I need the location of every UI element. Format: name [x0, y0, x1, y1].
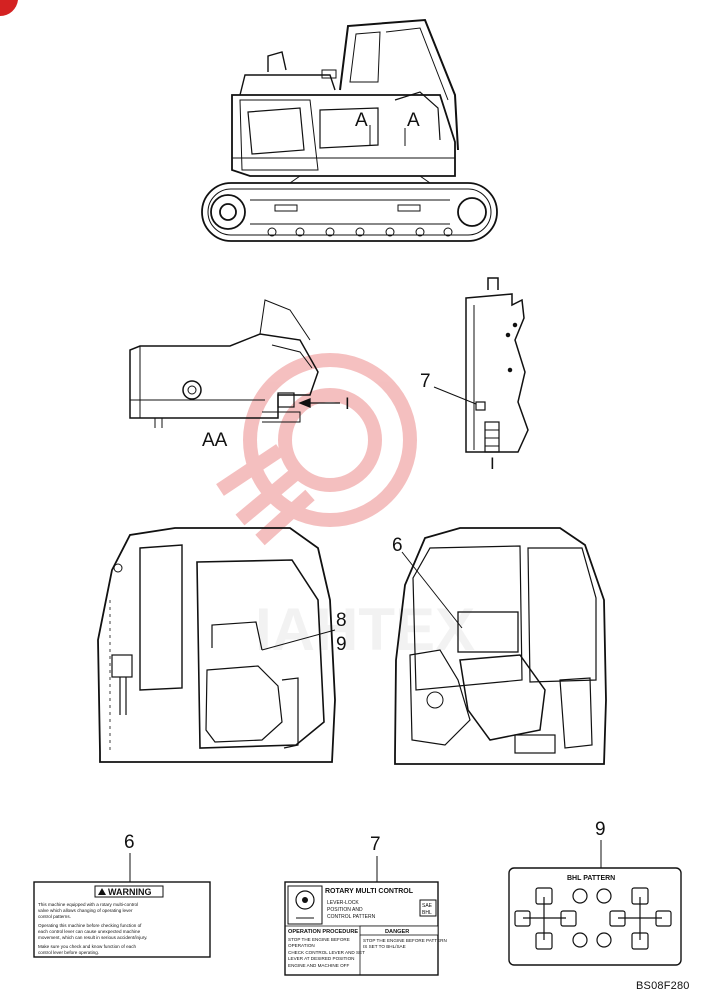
arm-dump-icon [631, 932, 649, 950]
decal-7-procedure: OPERATION PROCEDURE STOP THE ENGINE BEFO… [288, 929, 365, 968]
callout-6-cab: 6 [392, 535, 403, 556]
decal-9-title: BHL PATTERN [567, 875, 615, 882]
decal-7-title: ROTARY MULTI CONTROL [325, 888, 414, 895]
decal-6-line: each control lever can cause unexpected … [38, 929, 141, 934]
leader-7-machine [433, 386, 477, 405]
travel-forward-icon [596, 888, 612, 904]
decal-9-bhl-pattern [508, 840, 682, 966]
decal-6-line: This machine equipped with a rotary mult… [38, 902, 138, 907]
decal-6-text-lines: This machine equipped with a rotary mult… [38, 902, 147, 955]
decal-7-mode-sae: SAE [422, 903, 433, 909]
leader-6-cab [401, 551, 463, 629]
callout-7-decal: 7 [370, 834, 381, 855]
view-i-section [465, 277, 529, 453]
decal-6-line: movement, which can result in serious ac… [38, 935, 147, 940]
section-label-a-right: A [407, 110, 420, 131]
callout-8-cab: 8 [336, 610, 347, 631]
svg-text:IAHTEX: IAHTEX [255, 596, 475, 663]
decal-7-danger-heading: DANGER [385, 929, 409, 935]
decal-6-line: control patterns. [38, 914, 71, 919]
document-code: BS08F280 [636, 980, 690, 992]
decal-7-mode-bhl: BHL [422, 910, 432, 916]
decal-7-lever-lines: LEVER-LOCK POSITION AND CONTROL PATTERN … [327, 900, 433, 920]
decal-7-procedure-heading: OPERATION PROCEDURE [288, 929, 358, 935]
decal-7-rotary-multi-control [284, 856, 439, 976]
rotary-knob-icon [295, 890, 315, 910]
cab-interior-left [97, 527, 336, 763]
decal-7-lever-line: LEVER-LOCK [327, 900, 359, 906]
excavator-side-view [201, 18, 498, 242]
bucket-dump-icon [609, 910, 626, 927]
callout-6-decal: 6 [124, 832, 135, 853]
callout-9-cab: 9 [336, 634, 347, 655]
decal-7-procedure-line: CHECK CONTROL LEVER AND SET [288, 950, 365, 955]
decal-6-line: Make sure you check and know function of… [38, 944, 137, 949]
section-label-a-left: A [355, 110, 368, 131]
boom-up-icon [572, 888, 588, 904]
watermark-text: IAHTEX [255, 596, 475, 663]
decal-7-danger-line: STOP THE ENGINE BEFORE PATTERN [363, 938, 447, 943]
arm-in-icon [535, 932, 553, 950]
view-label-i-arrow: I [345, 394, 350, 413]
view-label-aa: AA [202, 430, 228, 451]
callout-9-decal: 9 [595, 819, 606, 840]
swing-left-icon [514, 910, 531, 927]
watermark-logo [216, 353, 417, 546]
arrow-i [298, 398, 340, 408]
decal-7-lever-line: POSITION AND [327, 907, 363, 913]
decal-6-line: control lever before operating. [38, 950, 99, 955]
decal-6-line: valve which allows changing of operating… [38, 908, 133, 913]
decal-7-procedure-line: OPERATION [288, 943, 315, 948]
decal-7-danger: DANGER STOP THE ENGINE BEFORE PATTERN IS… [363, 929, 447, 949]
decal-9-pattern-icons [514, 887, 672, 950]
corner-mark [0, 0, 18, 17]
boom-down-icon [572, 932, 588, 948]
bucket-curl-icon [535, 887, 553, 905]
decal-6-heading: WARNING [108, 887, 152, 897]
cab-interior-right [394, 527, 607, 765]
decal-7-procedure-line: LEVER AT DESIRED POSITION [288, 956, 354, 961]
view-aa-section [129, 299, 319, 428]
travel-back-icon [596, 932, 612, 948]
decal-7-procedure-line: STOP THE ENGINE BEFORE [288, 937, 350, 942]
callout-7-machine: 7 [420, 371, 431, 392]
bucket-in-icon [655, 910, 672, 927]
decal-7-danger-line: IS SET TO BHL/SAE [363, 944, 406, 949]
decal-7-procedure-line: ENGINE AND MACHINE OFF [288, 963, 349, 968]
leader-8-9 [261, 629, 336, 651]
decal-7-lever-line: CONTROL PATTERN [327, 914, 376, 920]
view-label-i-bottom: I [490, 454, 495, 473]
arm-out-icon [631, 887, 649, 905]
decal-6-warning [33, 853, 211, 958]
swing-right-icon [560, 910, 577, 927]
decal-6-line: Operating this machine before checking f… [38, 923, 142, 928]
